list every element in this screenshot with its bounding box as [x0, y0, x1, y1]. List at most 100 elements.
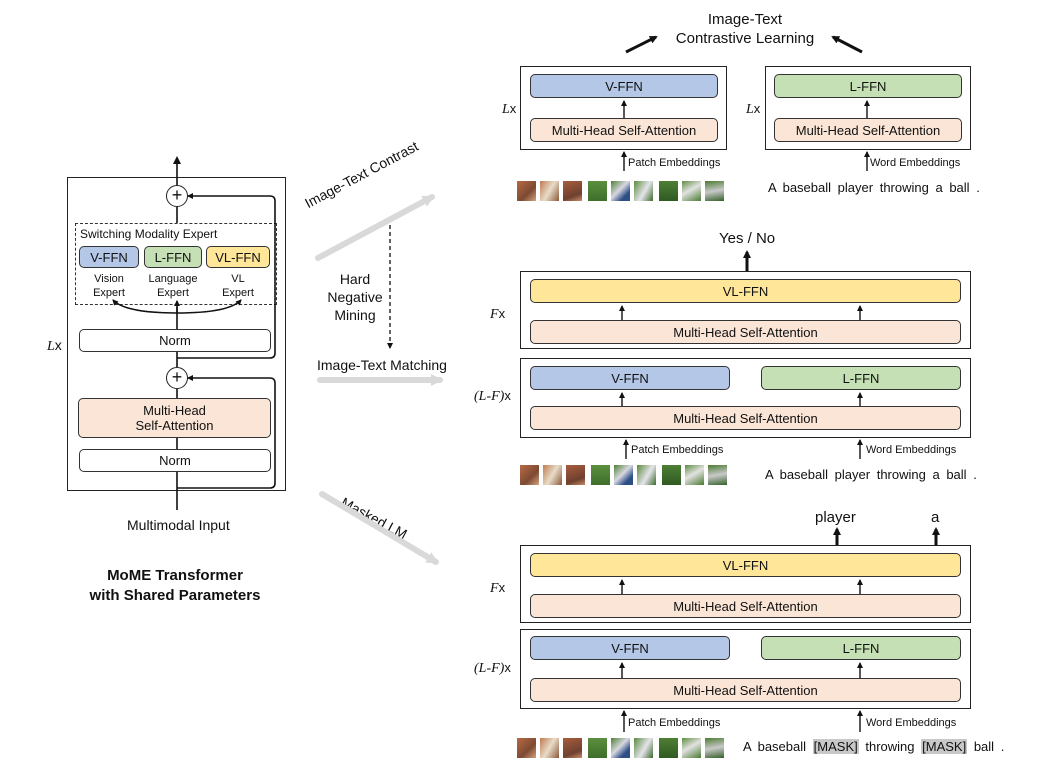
- matching-l-ffn-block: L-FFN: [761, 366, 961, 390]
- caption-token: .: [1000, 739, 1005, 754]
- layer-multiplier: x: [504, 388, 511, 403]
- caption-token: baseball: [779, 467, 829, 482]
- matching-fusion-attention-block: Multi-Head Self-Attention: [530, 320, 961, 344]
- image-patch: [681, 180, 702, 202]
- mome-title: MoME Transformer with Shared Parameters: [89, 567, 261, 604]
- image-patch: [681, 737, 702, 759]
- caption-token: throwing: [865, 739, 915, 754]
- attention-block: Multi-Head Self-Attention: [78, 398, 271, 438]
- contrast-word-embeddings-label: Word Embeddings: [870, 157, 961, 169]
- text-encoder-layer-count: Lx: [746, 101, 760, 118]
- caption-token: a: [935, 180, 943, 195]
- image-patch: [704, 737, 725, 759]
- mlm-lower-layer-count: (L-F)x: [474, 660, 511, 677]
- image-patch: [516, 737, 537, 759]
- mlm-image-patches: [516, 737, 732, 759]
- norm-top-block: Norm: [79, 329, 271, 352]
- vl-ffn-block: VL-FFN: [206, 246, 270, 268]
- caption-token: throwing: [876, 467, 926, 482]
- mlm-output-player: player: [815, 509, 856, 526]
- image-patch: [658, 180, 679, 202]
- matching-vl-ffn-block: VL-FFN: [530, 279, 961, 303]
- layer-symbol: F: [490, 307, 499, 322]
- matching-task-label: Image-Text Matching: [317, 357, 447, 373]
- image-patch: [565, 464, 586, 486]
- mask-token: [MASK]: [812, 739, 859, 754]
- mlm-arrows: [619, 527, 940, 732]
- mlm-l-ffn-block: L-FFN: [761, 636, 961, 660]
- l-ffn-block: L-FFN: [144, 246, 202, 268]
- task-arrows: [315, 194, 443, 565]
- caption-token: ball: [949, 180, 970, 195]
- caption-token: .: [973, 467, 977, 482]
- mlm-word-embeddings-label: Word Embeddings: [866, 717, 957, 729]
- matching-lower-layer-count: (L-F)x: [474, 388, 511, 405]
- contrast-caption: A baseball player throwing a ball .: [768, 180, 980, 195]
- vision-expert-label: Vision Expert: [93, 273, 125, 299]
- matching-lower-attention-block: Multi-Head Self-Attention: [530, 406, 961, 430]
- plus-symbol: +: [171, 185, 183, 205]
- layer-symbol: L: [746, 102, 754, 117]
- matching-caption: A baseball player throwing a ball .: [765, 467, 977, 482]
- layer-symbol: L: [502, 102, 510, 117]
- caption-token: player: [837, 180, 874, 195]
- layer-symbol: (L-F): [474, 661, 505, 676]
- mlm-caption: A baseball [MASK] throwing [MASK] ball .: [743, 739, 1004, 754]
- image-patch: [636, 464, 657, 486]
- caption-token: A: [765, 467, 773, 482]
- caption-token: A: [743, 739, 751, 754]
- image-patch: [542, 464, 563, 486]
- image-patch: [516, 180, 537, 202]
- left-layer-count: Lx: [47, 337, 62, 355]
- caption-token: throwing: [879, 180, 929, 195]
- matching-fusion-layer-count: Fx: [490, 306, 505, 323]
- image-encoder-layer-count: Lx: [502, 101, 516, 118]
- mlm-fusion-attention-block: Multi-Head Self-Attention: [530, 594, 961, 618]
- image-patch: [707, 464, 728, 486]
- matching-v-ffn-block: V-FFN: [530, 366, 730, 390]
- matching-image-patches: [519, 464, 735, 486]
- plus-symbol: +: [171, 367, 183, 387]
- image-attention-block: Multi-Head Self-Attention: [530, 118, 718, 142]
- layer-multiplier: x: [504, 660, 511, 675]
- caption-token: ball: [946, 467, 967, 482]
- mlm-lower-attention-block: Multi-Head Self-Attention: [530, 678, 961, 702]
- layer-symbol: (L-F): [474, 389, 505, 404]
- caption-token: player: [834, 467, 871, 482]
- caption-token: ball: [973, 739, 995, 754]
- caption-token: baseball: [782, 180, 832, 195]
- image-patch: [539, 180, 560, 202]
- v-ffn-block: V-FFN: [79, 246, 139, 268]
- multimodal-input-label: Multimodal Input: [127, 517, 230, 533]
- image-patch: [704, 180, 725, 202]
- layer-multiplier: x: [54, 337, 62, 353]
- mome-connectors: [112, 156, 276, 510]
- layer-symbol: F: [490, 581, 499, 596]
- layer-multiplier: x: [753, 101, 761, 116]
- mask-token: [MASK]: [921, 739, 968, 754]
- layer-symbol: L: [47, 339, 55, 354]
- image-patch: [613, 464, 634, 486]
- layer-multiplier: x: [498, 580, 506, 595]
- contrastive-objective-label: Image-Text Contrastive Learning: [675, 11, 815, 47]
- caption-token: .: [976, 180, 980, 195]
- image-patch: [658, 737, 679, 759]
- image-patch: [587, 737, 608, 759]
- mlm-output-a: a: [931, 509, 940, 526]
- norm-bottom-block: Norm: [79, 449, 271, 472]
- caption-token: baseball: [757, 739, 807, 754]
- image-patch: [661, 464, 682, 486]
- layer-multiplier: x: [509, 101, 517, 116]
- expert-group-title: Switching Modality Expert: [80, 227, 218, 241]
- image-patch: [587, 180, 608, 202]
- matching-word-embeddings-label: Word Embeddings: [866, 444, 957, 456]
- image-patch: [633, 180, 654, 202]
- mlm-v-ffn-block: V-FFN: [530, 636, 730, 660]
- caption-token: a: [932, 467, 940, 482]
- image-patch: [633, 737, 654, 759]
- matching-patch-embeddings-label: Patch Embeddings: [631, 444, 724, 456]
- image-patch: [519, 464, 540, 486]
- mlm-fusion-layer-count: Fx: [490, 580, 505, 597]
- image-patch: [610, 737, 631, 759]
